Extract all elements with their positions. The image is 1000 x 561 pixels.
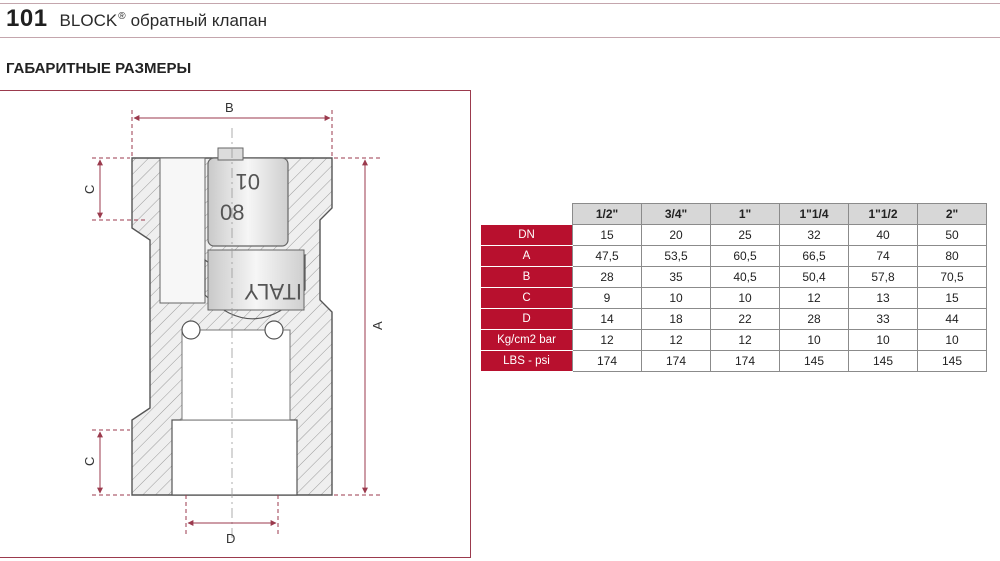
dimensions-table: 1/2" 3/4" 1" 1"1/4 1"1/2 2" DN 15 20 25 … bbox=[480, 203, 987, 372]
table-cell: 53,5 bbox=[641, 245, 711, 267]
table-cell: 13 bbox=[848, 287, 918, 309]
table-cell: 145 bbox=[917, 350, 987, 372]
column-header: 2" bbox=[917, 203, 987, 225]
brand-name: BLOCK bbox=[59, 11, 118, 30]
table-cell: 174 bbox=[641, 350, 711, 372]
row-label: Kg/cm2 bar bbox=[480, 329, 573, 351]
table-cell: 174 bbox=[710, 350, 780, 372]
row-label: C bbox=[480, 287, 573, 309]
table-cell: 80 bbox=[917, 245, 987, 267]
table-row-dn: DN 15 20 25 32 40 50 bbox=[480, 224, 987, 246]
dimension-c-bottom-label: C bbox=[82, 457, 97, 466]
dimension-d-label: D bbox=[226, 531, 235, 546]
header-rule-bottom bbox=[0, 37, 1000, 38]
product-header: 101 BLOCK® обратный клапан bbox=[6, 5, 267, 35]
dimension-a bbox=[334, 157, 380, 496]
table-cell: 50,4 bbox=[779, 266, 849, 288]
column-header: 1"1/4 bbox=[779, 203, 849, 225]
table-cell: 74 bbox=[848, 245, 918, 267]
table-row-d: D 14 18 22 28 33 44 bbox=[480, 308, 987, 330]
table-cell: 40,5 bbox=[710, 266, 780, 288]
product-brand: BLOCK® bbox=[60, 11, 126, 31]
table-cell: 145 bbox=[779, 350, 849, 372]
table-cell: 28 bbox=[779, 308, 849, 330]
product-number: 101 bbox=[6, 5, 48, 32]
table-cell: 10 bbox=[641, 287, 711, 309]
table-header-row: 1/2" 3/4" 1" 1"1/4 1"1/2 2" bbox=[480, 203, 987, 225]
table-cell: 12 bbox=[710, 329, 780, 351]
table-row-b: B 28 35 40,5 50,4 57,8 70,5 bbox=[480, 266, 987, 288]
table-cell: 33 bbox=[848, 308, 918, 330]
table-cell: 15 bbox=[572, 224, 642, 246]
row-label: D bbox=[480, 308, 573, 330]
row-label: A bbox=[480, 245, 573, 267]
table-cell: 44 bbox=[917, 308, 987, 330]
cap-engraving-01: 01 bbox=[236, 169, 260, 194]
table-row-c: C 9 10 10 12 13 15 bbox=[480, 287, 987, 309]
table-cell: 28 bbox=[572, 266, 642, 288]
column-header: 3/4" bbox=[641, 203, 711, 225]
dimension-c-top-label: C bbox=[82, 185, 97, 194]
column-header: 1/2" bbox=[572, 203, 642, 225]
table-row-psi: LBS - psi 174 174 174 145 145 145 bbox=[480, 350, 987, 372]
dimension-a-label: A bbox=[370, 321, 385, 330]
row-label: B bbox=[480, 266, 573, 288]
registered-mark: ® bbox=[118, 11, 126, 23]
dimension-b-label: B bbox=[225, 100, 234, 115]
table-cell: 32 bbox=[779, 224, 849, 246]
table-cell: 14 bbox=[572, 308, 642, 330]
table-cell: 9 bbox=[572, 287, 642, 309]
table-cell: 12 bbox=[572, 329, 642, 351]
table-cell: 60,5 bbox=[710, 245, 780, 267]
table-cell: 174 bbox=[572, 350, 642, 372]
column-header: 1" bbox=[710, 203, 780, 225]
column-header: 1"1/2 bbox=[848, 203, 918, 225]
table-cell: 15 bbox=[917, 287, 987, 309]
table-cell: 10 bbox=[779, 329, 849, 351]
valve-drawing: 01 08 ITALY B A C C D bbox=[82, 100, 385, 546]
table-cell: 25 bbox=[710, 224, 780, 246]
section-title: ГАБАРИТНЫЕ РАЗМЕРЫ bbox=[6, 60, 192, 77]
table-corner bbox=[480, 203, 573, 225]
dimension-b bbox=[131, 110, 333, 156]
row-label: DN bbox=[480, 224, 573, 246]
table-cell: 10 bbox=[710, 287, 780, 309]
table-cell: 10 bbox=[848, 329, 918, 351]
table-cell: 22 bbox=[710, 308, 780, 330]
cap-engraving-08: 08 bbox=[220, 200, 244, 225]
table-cell: 40 bbox=[848, 224, 918, 246]
table-cell: 10 bbox=[917, 329, 987, 351]
table-cell: 18 bbox=[641, 308, 711, 330]
table-cell: 66,5 bbox=[779, 245, 849, 267]
row-label: LBS - psi bbox=[480, 350, 573, 372]
table-row-bar: Kg/cm2 bar 12 12 12 10 10 10 bbox=[480, 329, 987, 351]
table-cell: 20 bbox=[641, 224, 711, 246]
table-cell: 50 bbox=[917, 224, 987, 246]
table-cell: 12 bbox=[779, 287, 849, 309]
table-cell: 70,5 bbox=[917, 266, 987, 288]
table-cell: 57,8 bbox=[848, 266, 918, 288]
table-cell: 12 bbox=[641, 329, 711, 351]
dimension-c-bottom bbox=[92, 429, 130, 496]
valve-body bbox=[131, 128, 333, 538]
header-rule-top bbox=[0, 3, 1000, 4]
table-cell: 145 bbox=[848, 350, 918, 372]
table-cell: 35 bbox=[641, 266, 711, 288]
table-cell: 47,5 bbox=[572, 245, 642, 267]
dimension-d bbox=[185, 495, 279, 535]
table-row-a: A 47,5 53,5 60,5 66,5 74 80 bbox=[480, 245, 987, 267]
product-description: обратный клапан bbox=[130, 11, 267, 30]
body-engraving-italy: ITALY bbox=[244, 279, 302, 304]
dimension-c-top bbox=[92, 157, 148, 221]
